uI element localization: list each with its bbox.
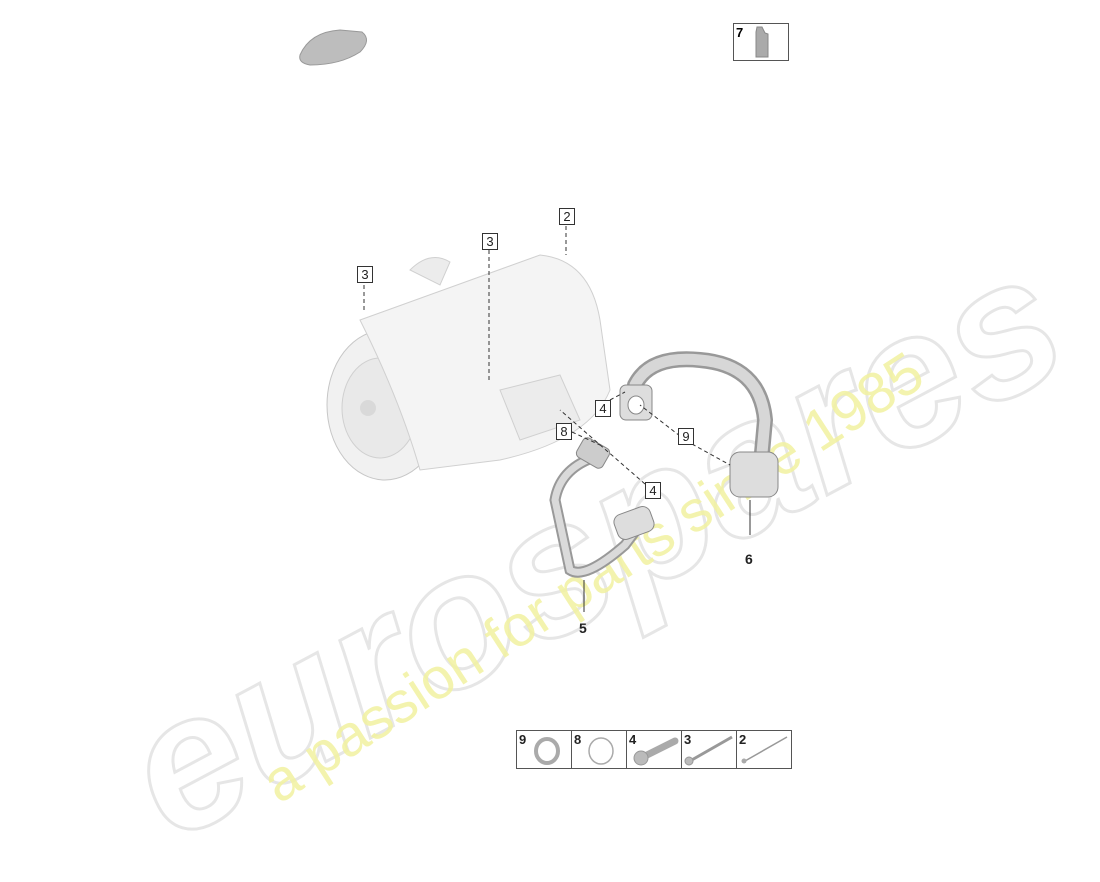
ac-compressor bbox=[326, 254, 611, 481]
legend-number: 3 bbox=[684, 732, 692, 747]
stud-bolt-icon bbox=[741, 736, 788, 764]
legend-item-3: 3 bbox=[682, 731, 737, 768]
refrigerant-pipe-6 bbox=[619, 351, 779, 498]
parts-legend: 9 8 4 3 2 bbox=[516, 730, 792, 769]
legend-item-2: 2 bbox=[737, 731, 791, 768]
callout-9: 9 bbox=[678, 428, 694, 445]
part-box-7-label: 7 bbox=[736, 25, 744, 40]
callout-3a: 3 bbox=[357, 266, 373, 283]
oil-bottle-icon bbox=[755, 26, 769, 58]
callout-4b: 4 bbox=[645, 482, 661, 499]
part-label-6: 6 bbox=[745, 551, 753, 567]
legend-item-9: 9 bbox=[517, 731, 572, 768]
callout-8: 8 bbox=[556, 423, 572, 440]
legend-item-4: 4 bbox=[627, 731, 682, 768]
part-box-7: 7 bbox=[733, 23, 789, 61]
seal-ring-icon bbox=[534, 737, 560, 765]
callout-2: 2 bbox=[559, 208, 575, 225]
long-bolt-icon bbox=[684, 735, 733, 766]
refrigerant-pipe-5 bbox=[549, 437, 655, 578]
callout-4a: 4 bbox=[595, 400, 611, 417]
legend-number: 9 bbox=[519, 732, 527, 747]
legend-number: 4 bbox=[629, 732, 637, 747]
o-ring-icon bbox=[588, 737, 614, 765]
legend-number: 8 bbox=[574, 732, 582, 747]
part-lines bbox=[583, 500, 751, 612]
part-label-5: 5 bbox=[579, 620, 587, 636]
callout-3b: 3 bbox=[482, 233, 498, 250]
bolt-icon bbox=[633, 737, 679, 766]
car-icon bbox=[299, 29, 367, 66]
leader-lines bbox=[363, 226, 731, 485]
parts-diagram bbox=[299, 29, 779, 612]
legend-item-8: 8 bbox=[572, 731, 627, 768]
legend-number: 2 bbox=[739, 732, 747, 747]
